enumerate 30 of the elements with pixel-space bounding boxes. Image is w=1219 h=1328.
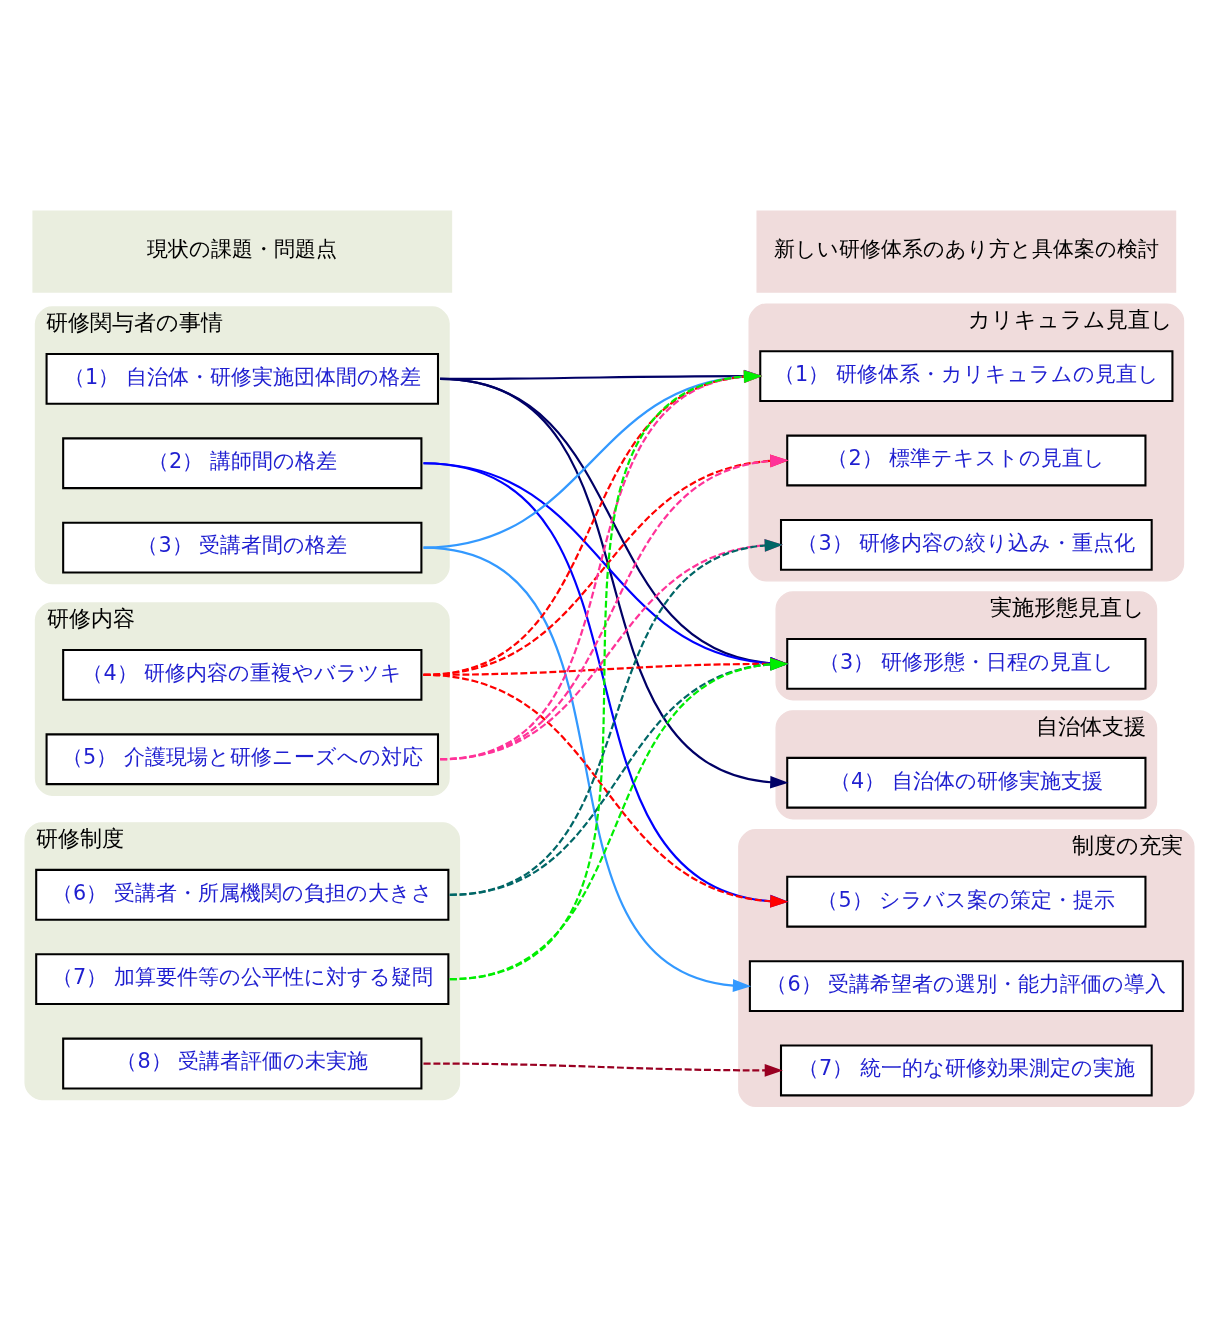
node-box: （7） 統一的な研修効果測定の実施 [779,1044,1153,1096]
node-box: （3） 研修内容の絞り込み・重点化 [779,518,1153,571]
node-box: （2） 講師間の格差 [62,436,423,489]
arrow [423,546,752,992]
node-box: （5） シラバス案の策定・提示 [786,875,1147,928]
node-box: （4） 研修内容の重複やバラツキ [62,648,423,701]
node-box: （5） 介護現場と研修ニーズへの対応 [45,732,440,785]
node-box: （8） 受講者評価の未実施 [62,1037,423,1089]
arrow [449,657,789,980]
node-box: （1） 自治体・研修実施団体間の格差 [45,352,440,405]
node-box: 新しい研修体系のあり方と具体案の検討 [756,210,1177,293]
node-box: （3） 受講者間の格差 [62,521,423,574]
arrow [449,657,789,896]
node-box: （6） 受講希望者の選別・能力評価の導入 [748,959,1184,1012]
arrow [423,673,789,908]
node-box: （6） 受講者・所属機関の負担の大きさ [35,868,450,921]
node-box: （4） 自治体の研修実施支援 [786,756,1147,809]
node-box: （1） 研修体系・カリキュラムの見直し [759,349,1174,402]
node-box: 現状の課題・問題点 [32,210,453,293]
arrow [423,369,763,549]
arrow [423,1061,783,1077]
node-box: （7） 加算要件等の公平性に対する疑問 [35,952,450,1005]
arrow [439,454,789,760]
arrow [439,377,789,789]
arrow [423,461,789,908]
node-box: （3） 研修形態・日程の見直し [786,637,1147,690]
arrow [439,538,783,760]
node-box: （2） 標準テキストの見直し [786,434,1147,486]
arrow [423,369,763,676]
arrow [449,538,783,896]
